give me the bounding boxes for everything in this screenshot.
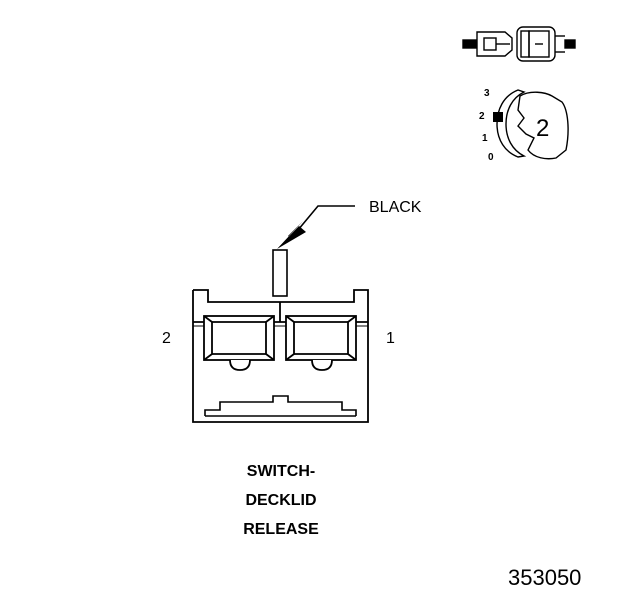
key-position-1: 1 — [482, 133, 488, 144]
component-title-line-1: SWITCH- — [246, 463, 316, 480]
connector-base-ridge — [204, 395, 357, 417]
wire-lead — [272, 205, 355, 297]
key-selected-position: 2 — [536, 115, 550, 142]
key-position-2: 2 — [479, 111, 485, 122]
connector-side-view-icon — [462, 26, 576, 62]
pin-label-1: 1 — [386, 330, 395, 347]
terminal-cavity-1 — [285, 315, 357, 371]
component-title-line-3: RELEASE — [243, 521, 319, 538]
component-title-line-2: DECKLID — [245, 492, 317, 509]
key-position-0: 0 — [488, 152, 494, 163]
pin-label-2: 2 — [162, 330, 171, 347]
terminal-cavity-2 — [203, 315, 275, 371]
wire-arrow — [278, 221, 303, 248]
wire-arrow-head — [277, 226, 306, 249]
wire-color-label: BLACK — [369, 199, 422, 216]
key-position-3: 3 — [484, 88, 490, 99]
key-position-icon — [493, 89, 569, 160]
figure-code: 353050 — [508, 565, 582, 590]
